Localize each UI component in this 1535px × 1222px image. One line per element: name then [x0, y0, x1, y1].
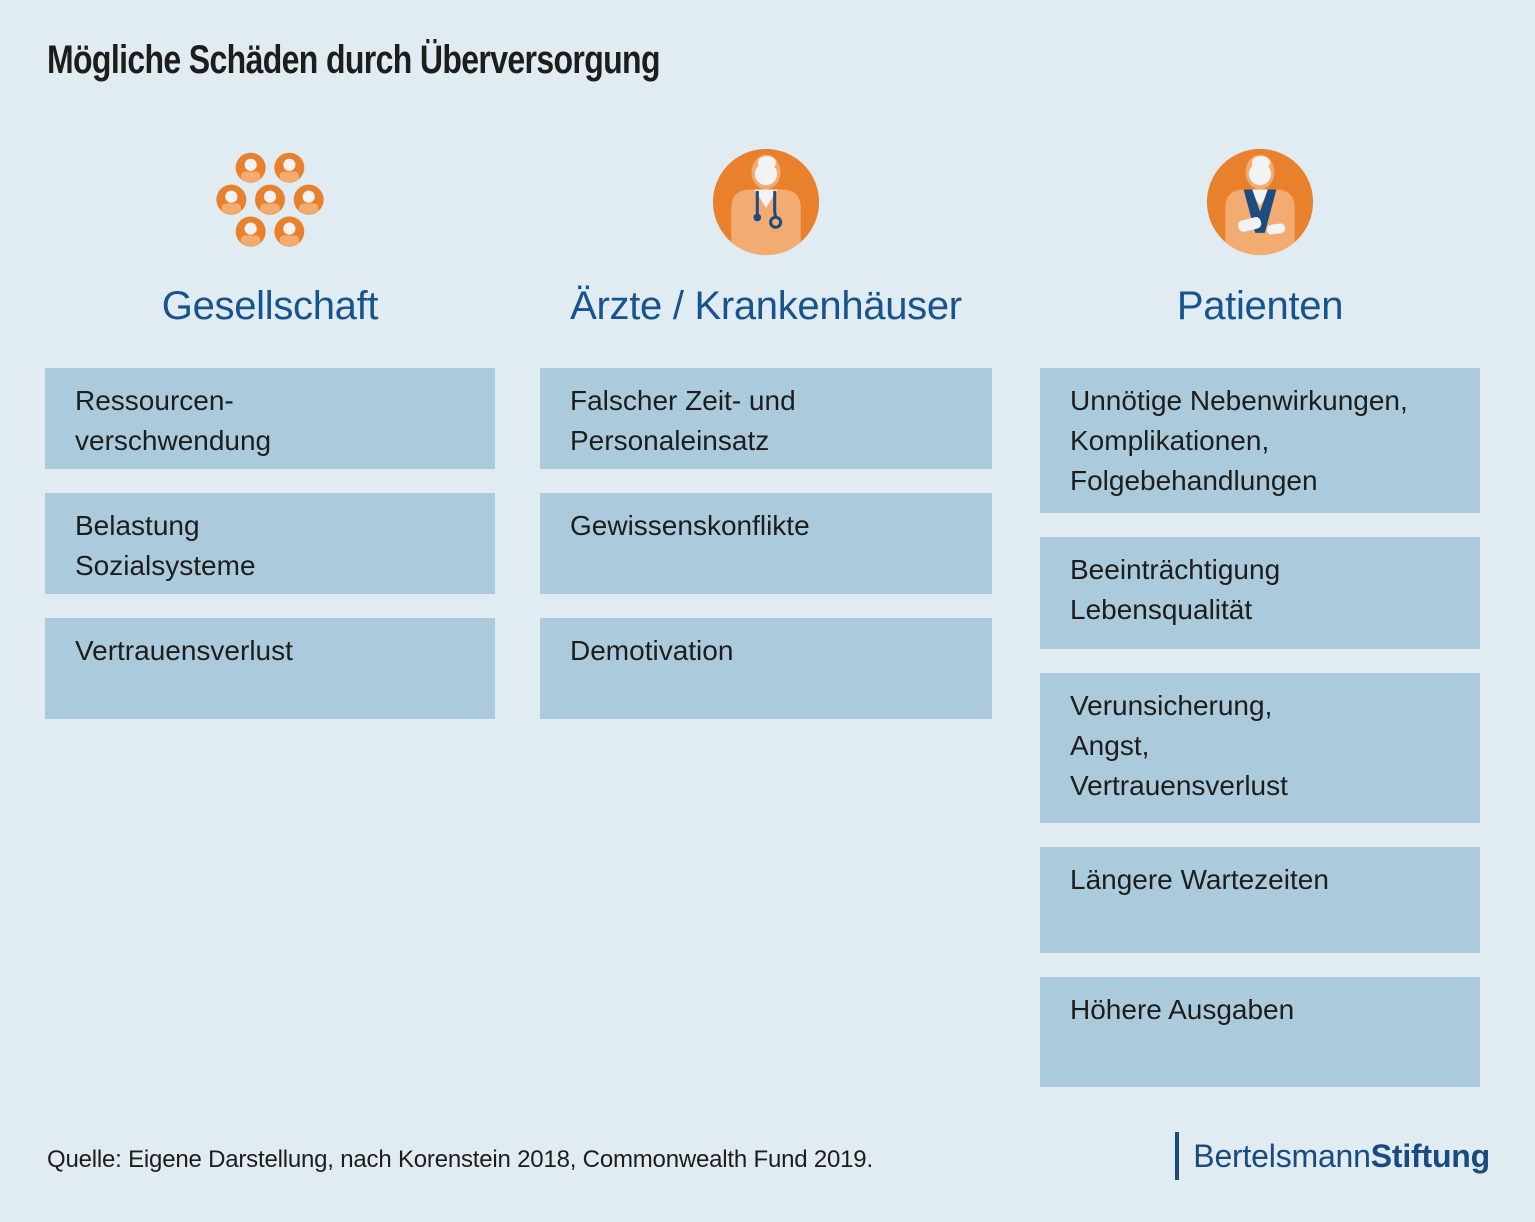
- harm-item: Belastung Sozialsysteme: [45, 493, 495, 594]
- people-group-icon: [45, 142, 495, 262]
- logo-text-regular: Bertelsmann: [1193, 1137, 1371, 1174]
- logo-text: BertelsmannStiftung: [1193, 1138, 1490, 1175]
- column-heading-patienten: Patienten: [1176, 284, 1344, 328]
- patient-icon: [1040, 142, 1480, 262]
- harm-item: Höhere Ausgaben: [1040, 977, 1480, 1087]
- column-heading-gesellschaft: Gesellschaft: [161, 284, 379, 328]
- harm-item: Gewissenskonflikte: [540, 493, 992, 594]
- logo-text-bold: Stiftung: [1370, 1137, 1490, 1174]
- column-aerzte-krankenhaeuser: Ärzte / Krankenhäuser Falscher Zeit- und…: [540, 0, 992, 1222]
- column-gesellschaft: Gesellschaft Ressourcen- verschwendung B…: [45, 0, 495, 1222]
- page-title: Mögliche Schäden durch Überversorgung: [47, 38, 661, 82]
- item-list-patienten: Unnötige Nebenwirkungen, Komplikationen,…: [1040, 368, 1480, 1111]
- harm-item: Ressourcen- verschwendung: [45, 368, 495, 469]
- harm-item: Demotivation: [540, 618, 992, 719]
- harm-item: Unnötige Nebenwirkungen, Komplikationen,…: [1040, 368, 1480, 513]
- bertelsmann-stiftung-logo: BertelsmannStiftung: [1175, 1132, 1490, 1180]
- column-heading-aerzte: Ärzte / Krankenhäuser: [570, 284, 962, 328]
- harm-item: Längere Wartezeiten: [1040, 847, 1480, 953]
- source-note: Quelle: Eigene Darstellung, nach Korenst…: [47, 1146, 873, 1173]
- item-list-aerzte: Falscher Zeit- und Personaleinsatz Gewis…: [540, 368, 992, 743]
- column-patienten: Patienten Unnötige Nebenwirkungen, Kompl…: [1040, 0, 1480, 1222]
- harm-item: Beeinträchtigung Lebensqualität: [1040, 537, 1480, 649]
- harm-item: Verunsicherung, Angst, Vertrauensverlust: [1040, 673, 1480, 823]
- harm-item: Falscher Zeit- und Personaleinsatz: [540, 368, 992, 469]
- item-list-gesellschaft: Ressourcen- verschwendung Belastung Sozi…: [45, 368, 495, 743]
- harm-item: Vertrauensverlust: [45, 618, 495, 719]
- logo-bar-icon: [1175, 1132, 1180, 1180]
- doctor-icon: [540, 142, 992, 262]
